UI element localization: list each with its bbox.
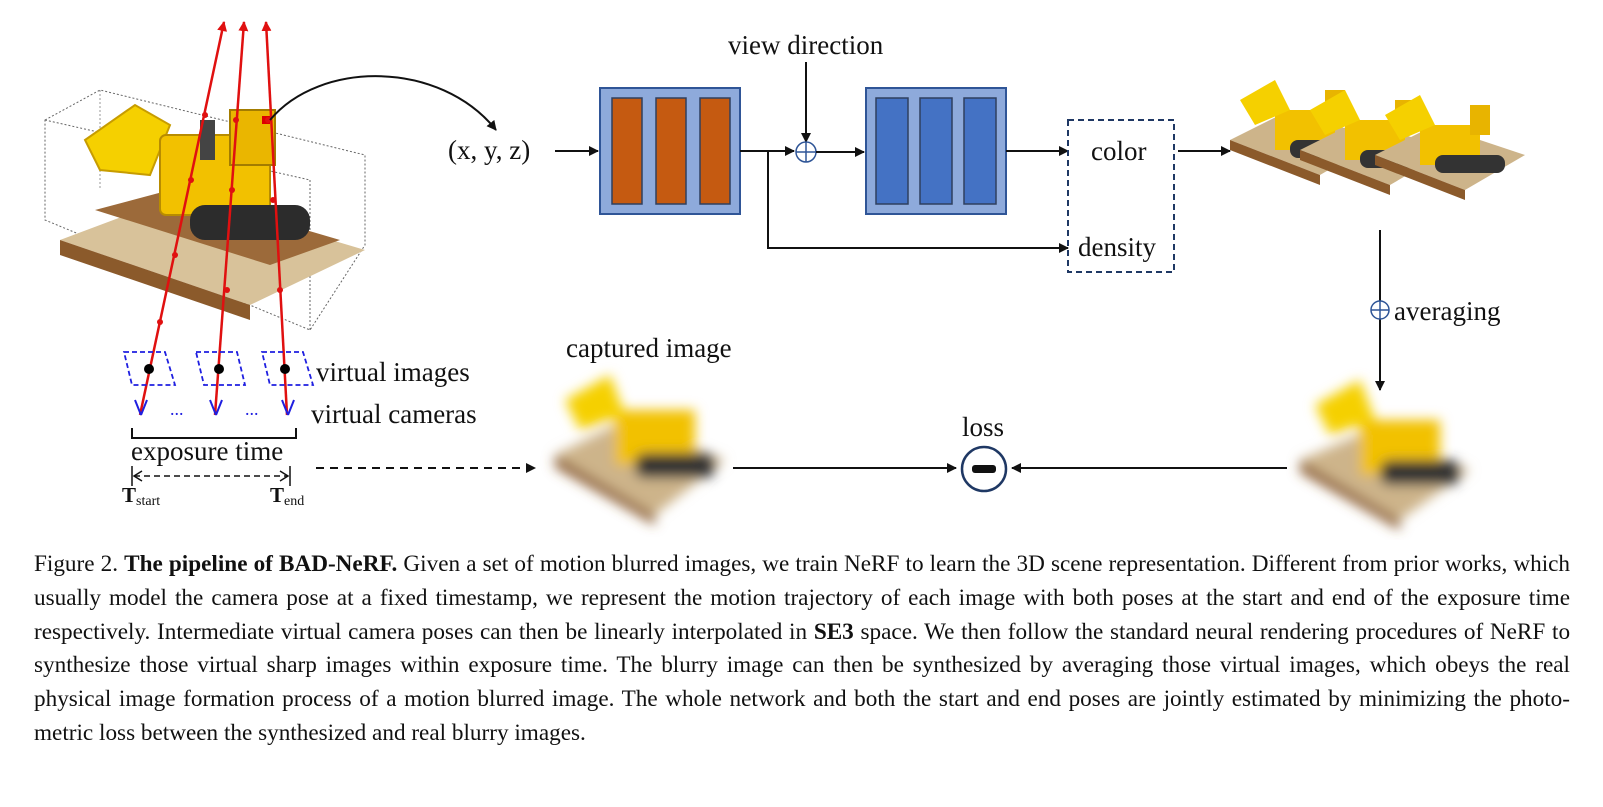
virtual-image-2	[194, 351, 247, 386]
scene-image-lego	[60, 103, 365, 320]
captured-image-label: captured image	[566, 333, 732, 363]
virtual-image-1	[122, 351, 177, 386]
mlp-1-layer-1	[611, 97, 643, 205]
figure-number: Figure 2.	[34, 551, 119, 577]
ray-1	[138, 21, 228, 416]
figure-title: The pipeline of BAD-NeRF.	[124, 551, 398, 577]
mlp-block-2	[865, 87, 1007, 215]
cameras-ellipsis-1: ...	[170, 399, 184, 419]
camera-center-2	[214, 364, 224, 374]
captured-blurry-image	[555, 375, 725, 525]
rendered-image-3	[1375, 95, 1525, 200]
input-coordinates-label: (x, y, z)	[448, 135, 530, 165]
synthesized-blurry-image	[1300, 380, 1470, 530]
mlp-2-layer-1	[875, 97, 909, 205]
virtual-image-3	[260, 351, 315, 386]
loss-minus-icon	[960, 445, 1008, 493]
t-end-label: Tend	[270, 483, 304, 509]
virtual-cameras	[134, 399, 295, 416]
virtual-images	[122, 351, 315, 386]
caption-text-1: Given a set of motion blurred images, we…	[34, 551, 1571, 645]
view-direction-label: view direction	[728, 30, 884, 60]
virtual-camera-1	[134, 399, 142, 416]
virtual-images-label: virtual images	[316, 357, 470, 387]
ray-sample-points	[157, 112, 283, 325]
virtual-camera-2	[209, 399, 217, 416]
mlp-1-layer-2	[655, 97, 687, 205]
density-label: density	[1078, 232, 1156, 262]
ray-3	[261, 21, 289, 416]
density-branch-arrow	[740, 150, 1069, 253]
color-label: color	[1091, 136, 1146, 166]
camera-center-1	[144, 364, 154, 374]
camera-rays	[138, 21, 289, 416]
caption-text-2: space. We then follow the standard neura…	[34, 618, 1571, 746]
mlp-2-layer-2	[919, 97, 953, 205]
ray-2	[213, 21, 249, 416]
loss-label: loss	[962, 412, 1004, 442]
t-start-label: Tstart	[122, 483, 160, 509]
virtual-cameras-label: virtual cameras	[311, 399, 477, 429]
exposure-time-label: exposure time	[131, 436, 283, 466]
figure-caption: Figure 2. The pipeline of BAD-NeRF. Give…	[34, 548, 1570, 751]
camera-center-3	[280, 364, 290, 374]
pipeline-diagram: ... ... virtual images virtual cameras e…	[44, 21, 1525, 530]
mlp-1-layer-3	[699, 97, 731, 205]
rendered-virtual-images	[1230, 80, 1525, 200]
virtual-camera-3	[281, 399, 289, 416]
cameras-ellipsis-2: ...	[245, 399, 259, 419]
caption-bold-term: SE3	[813, 618, 854, 645]
averaging-plus-icon	[1370, 300, 1390, 320]
mlp-block-1	[599, 87, 741, 215]
averaging-label: averaging	[1394, 296, 1500, 326]
exposure-bracket	[131, 428, 297, 439]
concat-plus-icon	[795, 141, 817, 163]
sample-to-input-arrow	[269, 75, 497, 131]
mlp-2-layer-3	[963, 97, 997, 205]
output-box	[1067, 119, 1175, 273]
